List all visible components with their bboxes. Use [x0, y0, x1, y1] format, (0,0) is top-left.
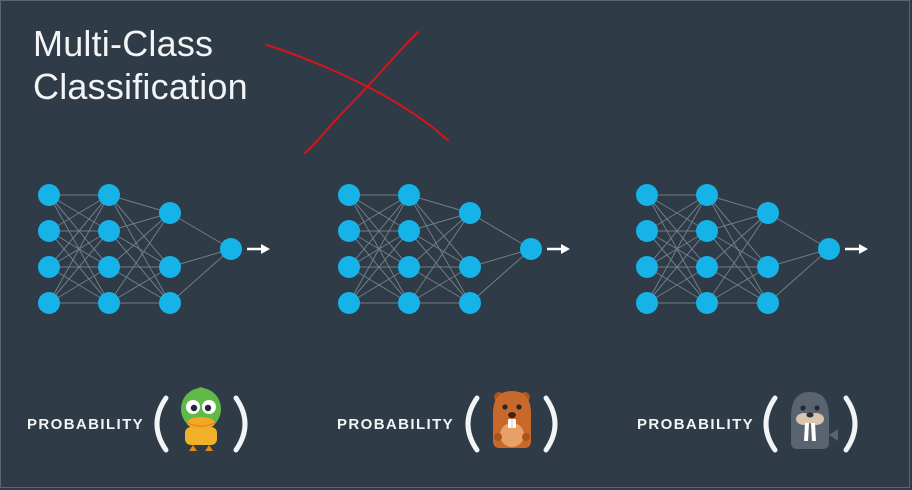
network-edge: [646, 194, 708, 268]
network-edge: [408, 212, 471, 268]
network-edge: [108, 266, 171, 304]
paren-left-duck: [154, 395, 169, 453]
strike-x-mark: [265, 31, 449, 154]
network-edge: [646, 194, 708, 232]
network-edge: [169, 212, 232, 250]
network-edge: [48, 194, 110, 268]
network-edge: [108, 212, 171, 304]
slide-title-line1: Multi-Class: [33, 23, 214, 64]
network-node: [696, 184, 718, 206]
network-node: [757, 256, 779, 278]
output-arrow-icon: [859, 244, 868, 254]
network-edge: [706, 212, 769, 304]
paren-right-walrus: [843, 395, 858, 453]
paren-left-beaver: [465, 395, 480, 453]
network-node: [696, 256, 718, 278]
network-edge: [706, 266, 769, 304]
beaver-icon: [493, 391, 531, 448]
network-edge: [646, 230, 708, 304]
output-node: [520, 238, 542, 260]
network-edge: [348, 194, 410, 304]
network-node: [98, 292, 120, 314]
network-edge: [646, 266, 708, 304]
network-edge: [408, 212, 471, 304]
network-edge: [108, 212, 171, 268]
network-edge: [108, 230, 171, 268]
probability-label-duck: PROBABILITY: [27, 416, 145, 433]
network-node: [159, 292, 181, 314]
network-node: [459, 202, 481, 224]
network-node: [636, 220, 658, 242]
network-node: [398, 184, 420, 206]
network-edge: [348, 194, 410, 268]
neural-network-duck: [38, 184, 270, 314]
network-node: [636, 184, 658, 206]
network-node: [338, 220, 360, 242]
paren-left-walrus: [763, 395, 778, 453]
network-edge: [767, 248, 830, 304]
network-edge: [706, 212, 769, 268]
neural-network-walrus: [636, 184, 868, 314]
walrus-icon: [791, 392, 838, 449]
network-edge: [48, 194, 110, 304]
duck-icon: [181, 387, 221, 451]
network-edge: [706, 230, 769, 268]
network-node: [757, 202, 779, 224]
network-node: [159, 256, 181, 278]
network-node: [338, 256, 360, 278]
network-node: [38, 256, 60, 278]
network-edge: [48, 230, 110, 304]
output-node: [220, 238, 242, 260]
network-node: [398, 292, 420, 314]
network-node: [696, 220, 718, 242]
network-edge: [408, 194, 471, 268]
network-node: [636, 256, 658, 278]
network-edge: [348, 230, 410, 304]
network-edge: [348, 194, 410, 232]
network-node: [98, 220, 120, 242]
network-edge: [48, 266, 110, 304]
network-edge: [108, 194, 171, 268]
network-edge: [646, 194, 708, 304]
neural-network-beaver: [338, 184, 570, 314]
network-node: [38, 184, 60, 206]
network-edge: [48, 194, 110, 232]
output-node: [818, 238, 840, 260]
network-edge: [408, 230, 471, 268]
network-edge: [469, 212, 532, 250]
network-node: [338, 184, 360, 206]
network-node: [459, 292, 481, 314]
network-node: [38, 292, 60, 314]
probability-label-beaver: PROBABILITY: [337, 416, 455, 433]
paren-right-beaver: [543, 395, 558, 453]
slide-title-line2: Classification: [33, 66, 248, 107]
network-node: [98, 184, 120, 206]
network-node: [757, 292, 779, 314]
network-node: [159, 202, 181, 224]
probability-label-walrus: PROBABILITY: [637, 416, 755, 433]
network-edge: [169, 248, 232, 304]
network-node: [38, 220, 60, 242]
network-edge: [767, 212, 830, 250]
network-edge: [408, 266, 471, 304]
paren-right-duck: [233, 395, 248, 453]
network-node: [98, 256, 120, 278]
output-arrow-icon: [561, 244, 570, 254]
network-edge: [348, 266, 410, 304]
network-node: [338, 292, 360, 314]
network-node: [696, 292, 718, 314]
network-node: [636, 292, 658, 314]
network-edge: [706, 194, 769, 268]
network-edge: [469, 248, 532, 304]
network-node: [398, 220, 420, 242]
output-arrow-icon: [261, 244, 270, 254]
network-node: [459, 256, 481, 278]
slide-title: Multi-Class Classification: [33, 22, 248, 108]
parentheses: [154, 395, 858, 453]
network-node: [398, 256, 420, 278]
